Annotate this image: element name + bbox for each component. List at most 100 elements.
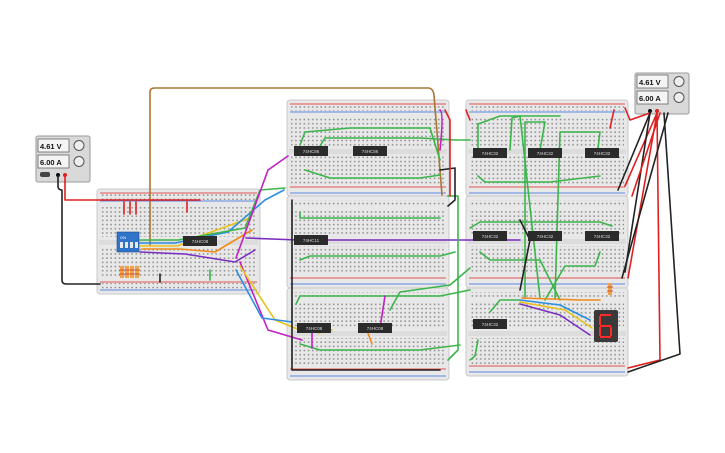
- wire-orange: [367, 332, 373, 345]
- wire-green: [319, 137, 471, 147]
- wire-green: [299, 343, 461, 351]
- wire-magenta: [239, 261, 303, 341]
- wire-green: [489, 299, 521, 313]
- ic-chip[interactable]: 74HC86: [294, 146, 328, 156]
- breadboard-right-mid[interactable]: [465, 195, 629, 289]
- wire-green: [389, 267, 471, 311]
- ic-chip[interactable]: 74HC32: [585, 148, 619, 158]
- ic-chip[interactable]: 74HC32: [585, 231, 619, 241]
- chip-label: 74HC32: [537, 234, 554, 239]
- chip-label: 74HC32: [482, 322, 499, 327]
- wire-yellow: [519, 301, 593, 329]
- breadboard-right-bottom[interactable]: [465, 287, 629, 377]
- wire-red: [627, 112, 661, 369]
- breadboard-middle-mid[interactable]: [286, 195, 450, 289]
- wire-magenta: [235, 155, 289, 259]
- wire-green: [544, 251, 601, 301]
- wire-red: [624, 112, 658, 187]
- wire-black: [624, 112, 651, 273]
- dip-switch[interactable]: ON: [116, 231, 140, 253]
- wire-magenta: [439, 109, 443, 151]
- wire-green: [477, 115, 561, 151]
- dip-switch-label: ON: [120, 235, 126, 240]
- wire-magenta: [379, 295, 386, 329]
- chip-label: 74HC08: [192, 239, 209, 244]
- wires: [57, 87, 681, 373]
- wire-green: [304, 169, 441, 179]
- wire-purple: [139, 249, 256, 263]
- ic-chip[interactable]: 74HC08: [183, 236, 217, 246]
- wire-green: [479, 251, 561, 301]
- wire-blue: [235, 269, 293, 323]
- seven-segment-display[interactable]: 6: [594, 310, 619, 345]
- wire-red: [465, 109, 471, 121]
- voltage-knob[interactable]: [73, 140, 85, 151]
- chip-label: 74HC32: [537, 151, 554, 156]
- power-switch[interactable]: [40, 172, 50, 177]
- wire-green: [469, 339, 479, 361]
- wire-green: [299, 211, 441, 219]
- ic-chip[interactable]: 74HC32: [528, 148, 562, 158]
- wire-green: [139, 187, 286, 241]
- wire-red: [627, 112, 658, 279]
- wire-brown: [149, 87, 443, 246]
- wire-green: [524, 121, 546, 299]
- negative-terminal[interactable]: [56, 173, 60, 177]
- ic-chip[interactable]: 74HC32: [473, 319, 507, 329]
- wire-green: [477, 175, 601, 183]
- chip-label: 74HC32: [594, 234, 611, 239]
- current-knob[interactable]: [673, 92, 685, 103]
- chip-label: 74HC32: [482, 151, 499, 156]
- wire-black: [57, 176, 101, 285]
- negative-terminal[interactable]: [648, 109, 652, 113]
- segments: [599, 314, 612, 338]
- wire-orange: [521, 297, 601, 301]
- chip-label: 74HC86: [303, 149, 320, 154]
- wire-orange: [141, 229, 253, 253]
- wire-green: [447, 195, 459, 361]
- ic-chip[interactable]: 74HC11: [294, 235, 328, 245]
- current-readout: 6.00 A: [639, 94, 661, 103]
- wire-black: [291, 199, 441, 371]
- ic-chip[interactable]: 74HC08: [358, 323, 392, 333]
- power-supply-right[interactable]: 4.61 V 6.00 A: [634, 72, 690, 115]
- wire-black: [621, 112, 669, 279]
- chip-label: 74HC86: [362, 149, 379, 154]
- wire-red: [64, 176, 201, 201]
- resistor-array[interactable]: [119, 266, 140, 278]
- wire-purple: [519, 303, 591, 336]
- wire-blue: [137, 189, 285, 244]
- positive-terminal[interactable]: [63, 173, 67, 177]
- wire-green: [554, 131, 601, 299]
- wire-red: [631, 112, 661, 197]
- chip-label: 74HC32: [482, 234, 499, 239]
- wire-green: [469, 221, 613, 229]
- wire-black: [439, 167, 456, 207]
- wire-red: [444, 109, 451, 197]
- wire-green: [509, 115, 541, 299]
- voltage-readout: 4.61 V: [40, 142, 62, 151]
- wire-red: [624, 107, 651, 121]
- wire-black: [627, 112, 681, 373]
- ic-chip[interactable]: 74HC08: [297, 323, 331, 333]
- ic-chip[interactable]: 74HC32: [473, 148, 507, 158]
- chip-label: 74HC11: [303, 238, 320, 243]
- voltage-readout: 4.61 V: [639, 78, 661, 87]
- wire-blue: [519, 299, 591, 321]
- breadboard-middle-top[interactable]: [286, 99, 450, 197]
- power-supply-left[interactable]: 4.61 V 6.00 A: [35, 135, 91, 183]
- chip-label: 74HC32: [594, 151, 611, 156]
- ic-chip[interactable]: 74HC32: [528, 231, 562, 241]
- ic-chip[interactable]: 74HC86: [353, 146, 387, 156]
- voltage-knob[interactable]: [673, 76, 685, 87]
- wire-black: [617, 112, 651, 191]
- ic-chip[interactable]: 74HC32: [473, 231, 507, 241]
- chip-label: 74HC08: [367, 326, 384, 331]
- chip-label: 74HC08: [306, 326, 323, 331]
- wire-green: [299, 251, 456, 261]
- wire-green: [295, 289, 471, 305]
- resistor[interactable]: [607, 283, 613, 295]
- current-knob[interactable]: [73, 156, 85, 167]
- positive-terminal[interactable]: [655, 109, 659, 113]
